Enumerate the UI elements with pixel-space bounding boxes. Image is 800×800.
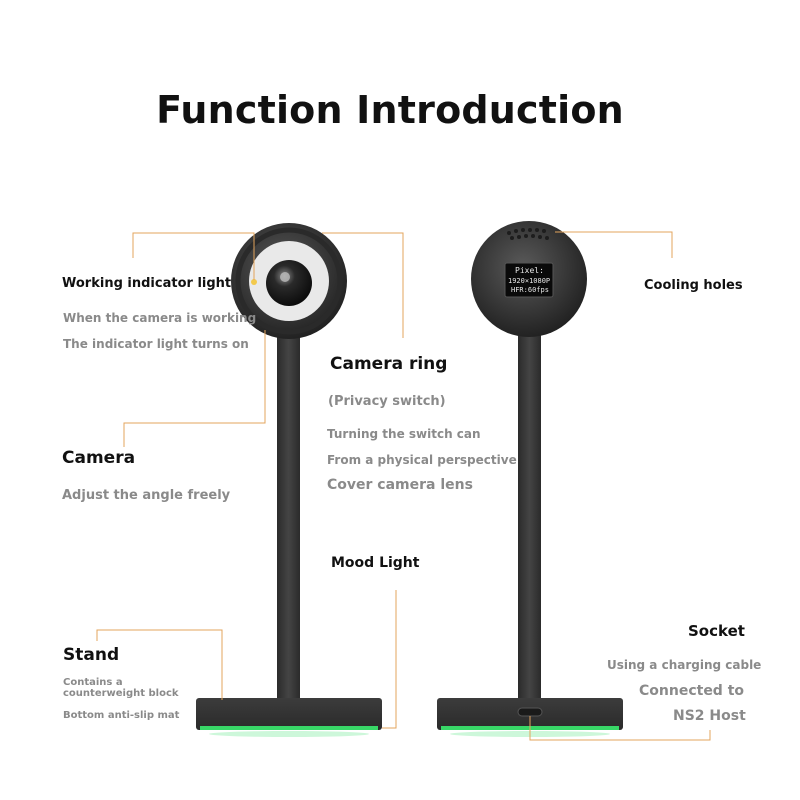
camera-ring-sub: (Privacy switch) <box>328 394 446 409</box>
camera-front-device <box>196 223 382 737</box>
right-stand-pole <box>518 335 541 705</box>
screen-framerate: HFR:60fps <box>511 286 549 294</box>
camera-ring-desc-3: Cover camera lens <box>327 477 473 493</box>
left-mood-light <box>200 726 378 730</box>
indicator-led <box>251 279 257 285</box>
left-stand-base <box>196 698 382 730</box>
cooling-holes-title: Cooling holes <box>644 278 743 293</box>
screen-pixel-label: Pixel: <box>515 266 544 275</box>
socket-leader <box>529 716 711 741</box>
indicator-desc-2: The indicator light turns on <box>63 337 249 351</box>
socket-title: Socket <box>688 622 745 640</box>
socket-desc-3: NS2 Host <box>673 708 746 724</box>
stand-desc-1: Contains a counterweight block <box>63 677 179 699</box>
socket-desc-1: Using a charging cable <box>607 658 762 672</box>
page-title: Function Introduction <box>156 88 624 132</box>
stand-leader <box>96 629 223 700</box>
camera-ring <box>235 227 343 335</box>
indicator-desc-1: When the camera is working <box>63 311 257 325</box>
screen-resolution: 1920×1080P <box>508 277 551 285</box>
camera-desc: Adjust the angle freely <box>62 488 231 503</box>
camera-ring-title: Camera ring <box>330 354 448 374</box>
mood-leader <box>382 590 397 729</box>
camera-ring-desc-2: From a physical perspective <box>327 453 517 467</box>
camera-title: Camera <box>62 448 136 468</box>
left-stand-pole <box>277 335 300 705</box>
mood-light-title: Mood Light <box>331 555 420 571</box>
cooling-leader <box>555 231 673 258</box>
socket-desc-2: Connected to <box>639 683 745 699</box>
info-screen <box>504 262 554 298</box>
camera-leader <box>123 330 266 447</box>
ring-leader <box>322 232 404 338</box>
indicator-title: Working indicator light <box>62 276 232 291</box>
stand-title: Stand <box>63 645 120 665</box>
camera-ring-desc-1: Turning the switch can <box>327 427 481 441</box>
stand-desc-2: Bottom anti-slip mat <box>63 710 180 721</box>
cooling-holes <box>507 228 549 240</box>
indicator-leader <box>132 232 255 280</box>
camera-lens <box>266 260 312 306</box>
